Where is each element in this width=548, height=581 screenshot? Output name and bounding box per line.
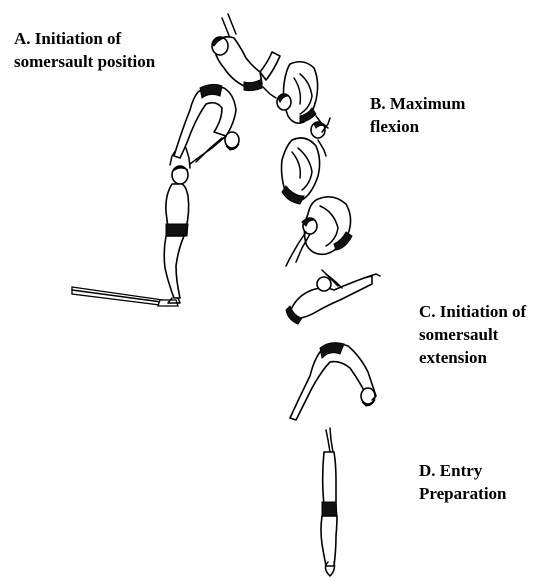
label-c-line-2: somersault: [419, 323, 526, 346]
label-b-line-1: B. Maximum: [370, 92, 465, 115]
label-c-line-3: extension: [419, 346, 526, 369]
diver-extension-1: [286, 270, 380, 324]
diver-tuck-2: [282, 118, 331, 204]
diver-entry: [321, 428, 337, 576]
label-b-line-2: flexion: [370, 115, 465, 138]
diver-tuck-3: [286, 197, 352, 266]
label-maximum-flexion: B. Maximum flexion: [370, 92, 465, 138]
diver-leaning: [174, 84, 239, 164]
label-d-line-1: D. Entry: [419, 459, 507, 482]
label-initiation-somersault-position: A. Initiation of somersault position: [14, 27, 155, 73]
diving-board: [72, 287, 178, 306]
label-c-line-1: C. Initiation of: [419, 300, 526, 323]
label-d-line-2: Preparation: [419, 482, 507, 505]
diver-extension-2: [290, 343, 376, 420]
diver-tuck-1: [277, 62, 328, 128]
label-entry-preparation: D. Entry Preparation: [419, 459, 507, 505]
label-initiation-somersault-extension: C. Initiation of somersault extension: [419, 300, 526, 369]
diver-initiation: [212, 14, 280, 98]
diver-takeoff: [164, 147, 190, 303]
label-a-line-1: A. Initiation of: [14, 27, 155, 50]
label-a-line-2: somersault position: [14, 50, 155, 73]
